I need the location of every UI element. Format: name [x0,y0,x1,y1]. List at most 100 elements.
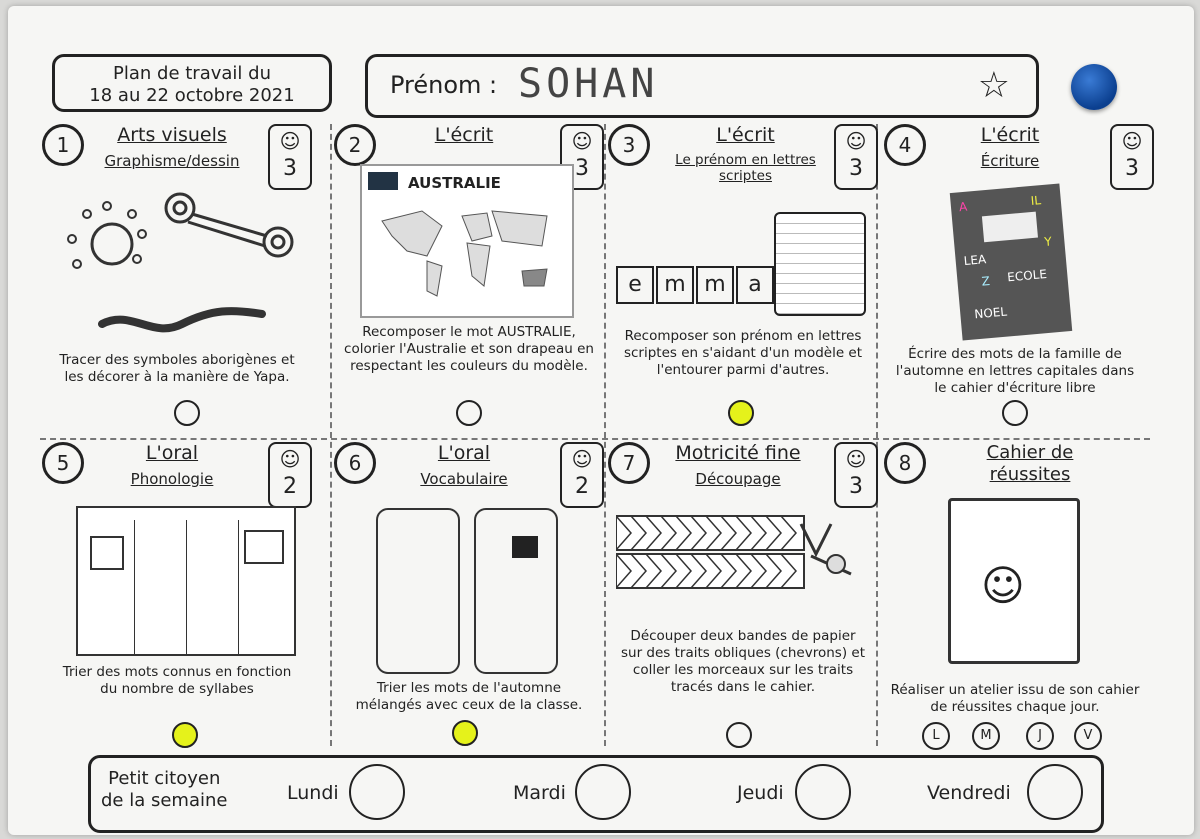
day-label-mardi: Mardi [513,782,566,804]
child-face-icon: ☺ [571,129,593,153]
task-subtitle: Phonologie [130,470,214,488]
letter-tile: a [736,266,774,304]
completion-circle-checked[interactable] [728,400,754,426]
aboriginal-symbols-illustration [67,192,294,333]
letter-tile: m [656,266,694,304]
task-number: 2 [334,124,376,166]
divider [330,124,332,746]
board-word: NOEL [973,304,1008,322]
world-map-image: AUSTRALIE [360,164,574,318]
label-line1: Petit citoyen [108,768,221,789]
level-value: 3 [1125,156,1139,181]
board-word: ECOLE [1006,266,1048,285]
task-title: L'écrit [716,124,775,146]
task-number: 5 [42,442,84,484]
task-title: Motricité fine [675,442,801,464]
plan-title-box: Plan de travail du 18 au 22 octobre 2021 [52,54,332,112]
task-number: 6 [334,442,376,484]
task-subtitle: Écriture [980,152,1040,170]
success-notebook-image: ☺ [948,498,1080,664]
image-word: AUSTRALIE [408,174,501,192]
day-circle-jeudi[interactable] [795,764,851,820]
level-badge: ☺2 [560,442,604,508]
task-number: 7 [608,442,650,484]
completion-circle-checked[interactable] [172,722,198,748]
day-circle-vendredi[interactable] [1027,764,1083,820]
task-description: Écrire des mots de la famille de l'autom… [895,346,1135,396]
task-number: 3 [608,124,650,166]
task-8: 8 Cahier de réussites ☺ Réaliser un atel… [880,442,1150,757]
level-value: 3 [575,156,589,181]
letter-tile: m [696,266,734,304]
day-circle-lundi[interactable] [349,764,405,820]
day-circle-jeudi[interactable]: J [1026,722,1054,750]
sorting-column-autumn [474,508,558,674]
level-badge: ☺3 [1110,124,1154,190]
name-list-card [774,212,866,316]
level-value: 3 [283,156,297,181]
plan-title-line2: 18 au 22 octobre 2021 [89,85,295,106]
day-circle-mardi[interactable]: M [972,722,1000,750]
task-number: 8 [884,442,926,484]
completion-circle[interactable] [1002,400,1028,426]
task-subtitle: Découpage [695,470,781,488]
day-circle-mardi[interactable] [575,764,631,820]
child-face-icon: ☺ [571,447,593,471]
level-value: 3 [849,156,863,181]
task-description: Trier les mots de l'automne mélangés ave… [355,680,583,713]
level-value: 3 [849,474,863,499]
completion-circle[interactable] [726,722,752,748]
pushpin-icon [1071,64,1117,110]
completion-circle-checked[interactable] [452,720,478,746]
child-face-icon: ☺ [1121,129,1143,153]
child-face-icon: ☺ [279,129,301,153]
label-line2: de la semaine [101,790,228,811]
task-title: L'écrit [980,124,1040,146]
completion-circle[interactable] [456,400,482,426]
divider [876,124,878,746]
name-label: Prénom : [390,71,498,99]
name-box: Prénom : SOHAN ☆ [365,54,1039,118]
task-description: Recomposer le mot AUSTRALIE, colorier l'… [344,324,594,374]
letter-tile: e [616,266,654,304]
child-girl-icon: ☺ [981,561,1025,610]
level-value: 2 [283,474,297,499]
day-label-lundi: Lundi [287,782,339,804]
world-map-icon [381,210,548,297]
handwritten-name: SOHAN [518,61,659,107]
child-face-icon: ☺ [845,447,867,471]
divider [40,438,1150,440]
completion-circle[interactable] [174,400,200,426]
australia-flag-icon [368,172,398,190]
syllable-sorting-sheet [76,506,296,656]
level-badge: ☺3 [268,124,312,190]
task-description: Trier des mots connus en fonction du nom… [62,664,292,697]
picture-icon [244,530,284,564]
level-badge: ☺3 [834,124,878,190]
board-word: IL [1030,193,1042,209]
day-circle-lundi[interactable]: L [922,722,950,750]
letter-tiles: e m m a [616,266,774,304]
day-label-vendredi: Vendredi [927,782,1011,804]
board-letter: A [958,199,968,215]
level-value: 2 [575,474,589,499]
level-badge: ☺2 [268,442,312,508]
sorting-column-class [376,508,460,674]
task-description: Découper deux bandes de papier sur des t… [620,628,865,695]
task-2: 2 L'écrit ☺3 AUSTRALIE Recomposer le mot… [334,124,604,439]
task-number: 4 [884,124,926,166]
task-subtitle: Vocabulaire [420,470,508,488]
task-description: Tracer des symboles aborigènes et les dé… [59,352,295,385]
day-circle-vendredi[interactable]: V [1074,722,1102,750]
task-description: Recomposer son prénom en lettres scripte… [623,328,863,378]
board-letter: Z [980,273,991,289]
day-label-jeudi: Jeudi [737,782,784,804]
